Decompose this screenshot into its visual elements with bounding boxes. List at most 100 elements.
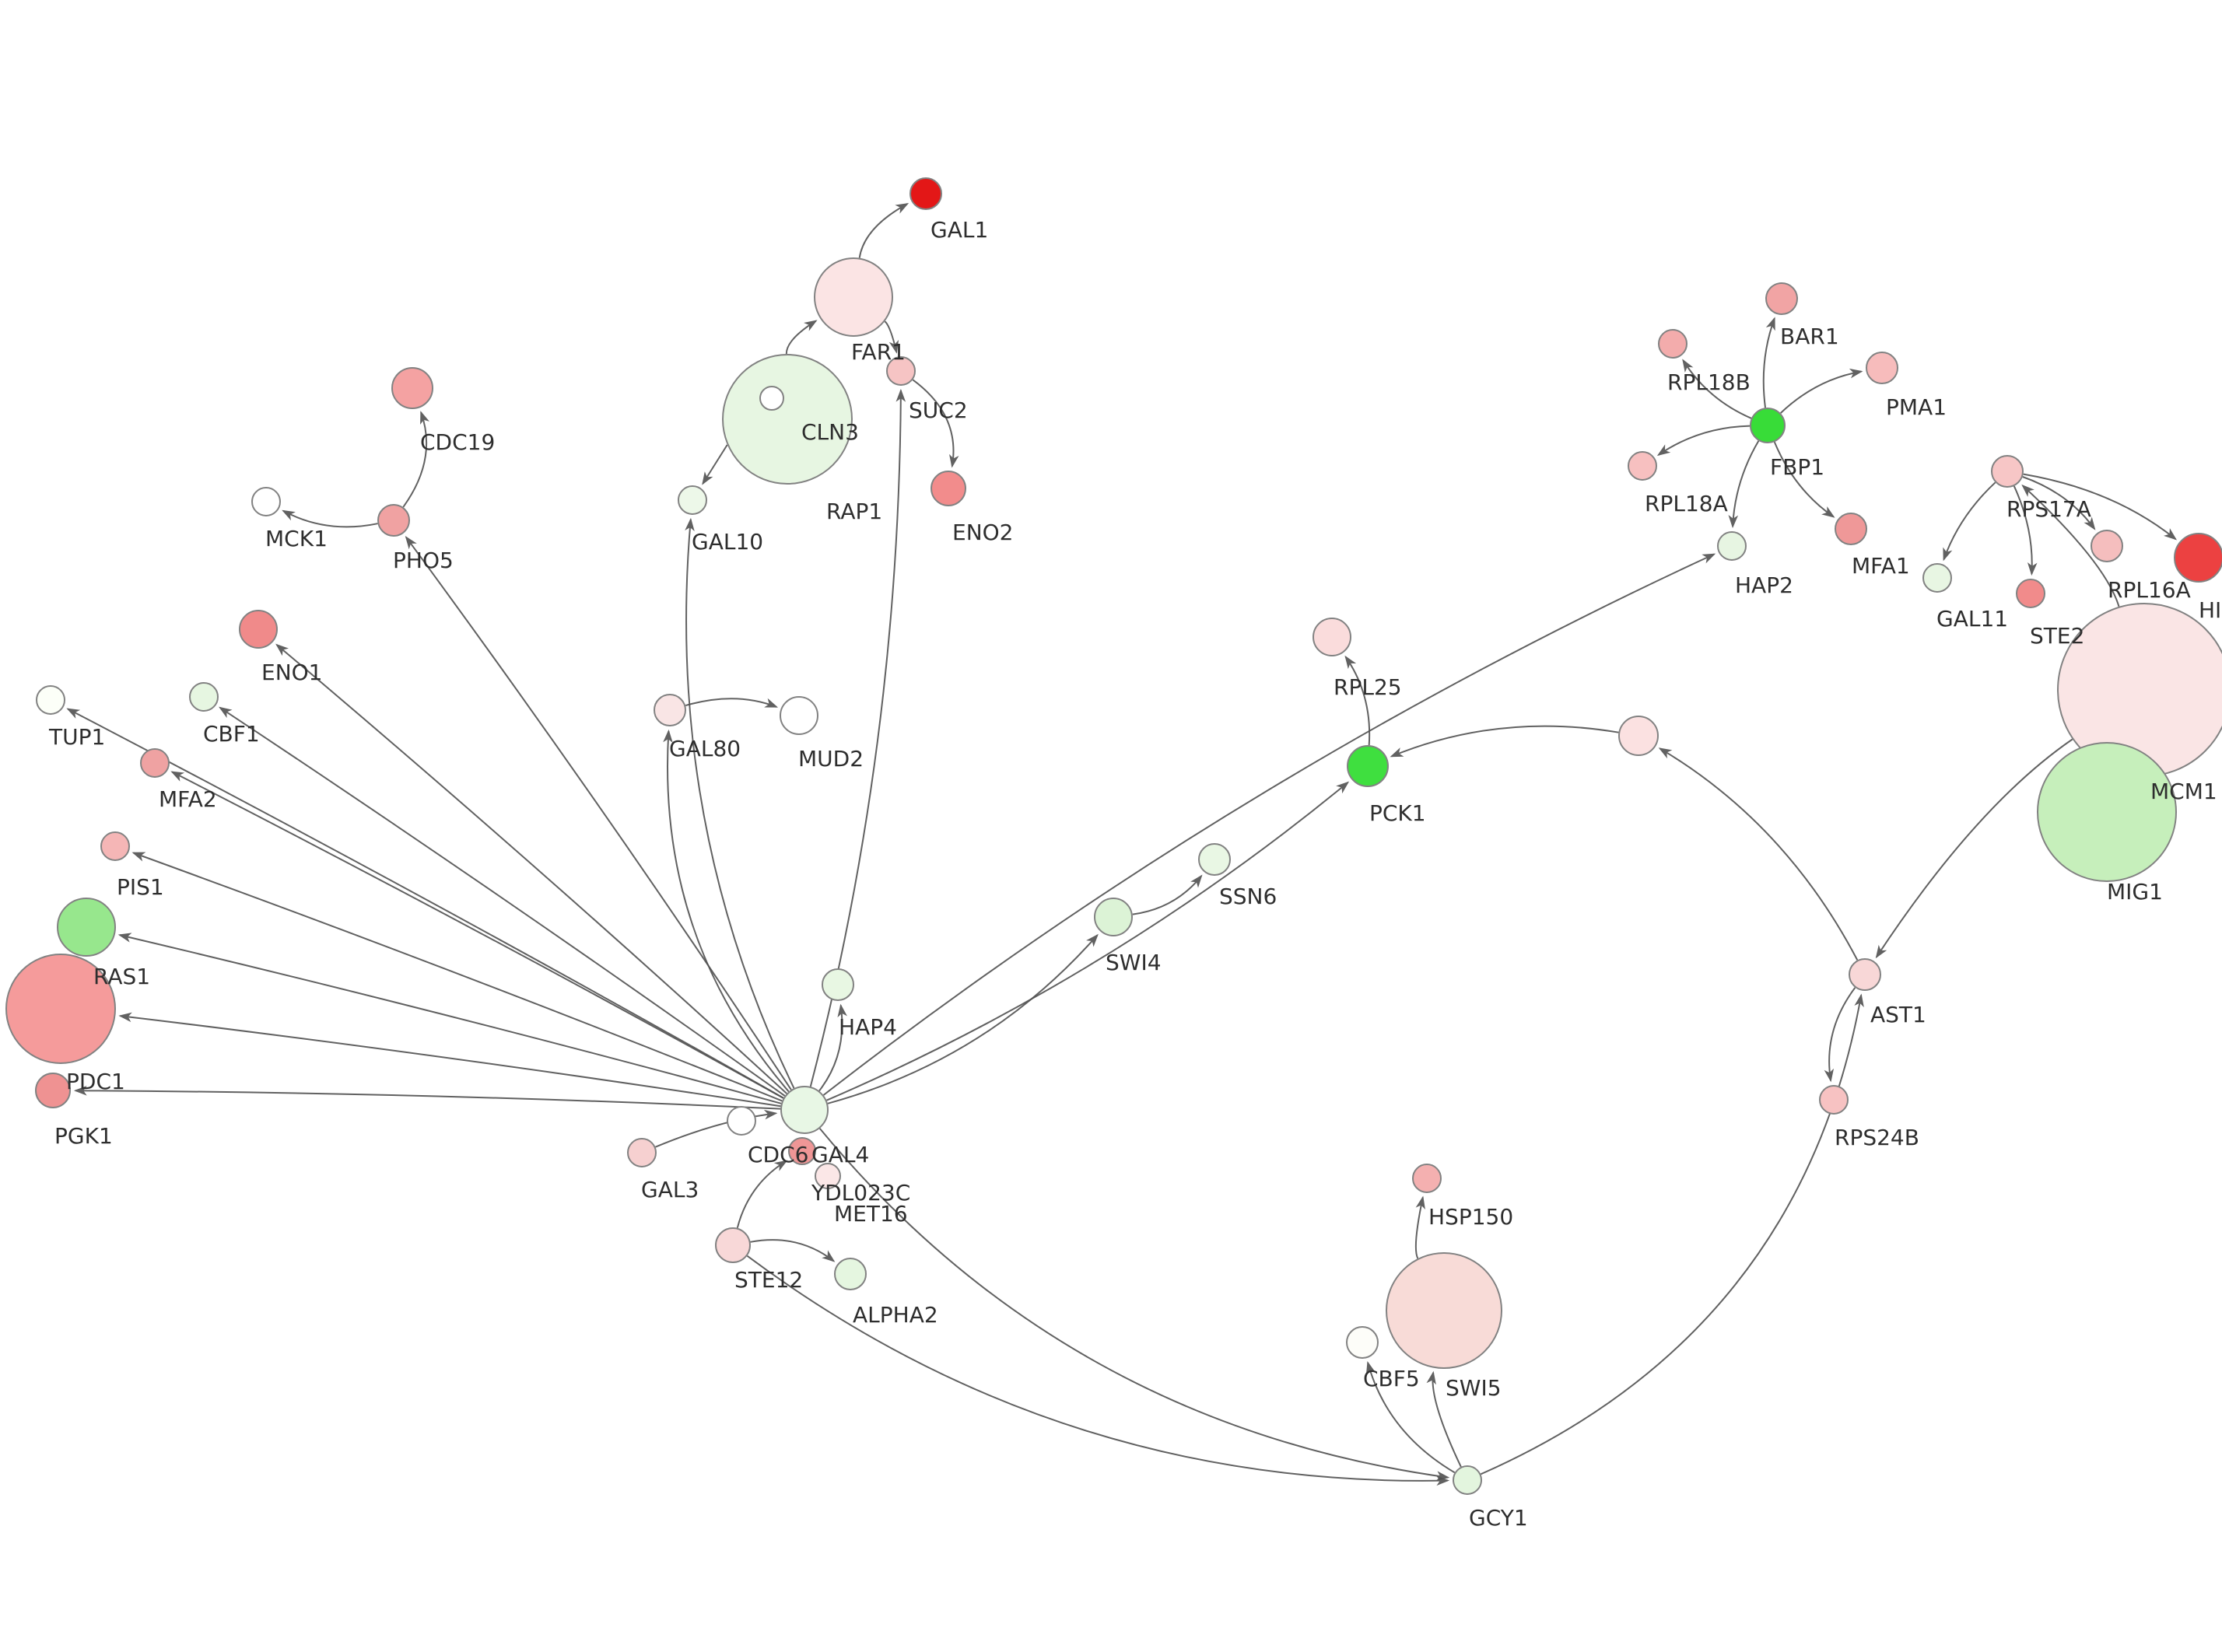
graph-node-GAL3[interactable]	[627, 1138, 657, 1167]
graph-node-STE12[interactable]	[715, 1227, 751, 1263]
graph-node-MIG1[interactable]	[2037, 742, 2177, 882]
graph-node-RPL18A[interactable]	[1628, 451, 1657, 481]
graph-node-CDC19[interactable]	[391, 367, 433, 409]
graph-node-AST1[interactable]	[1849, 958, 1881, 991]
graph-node-MET16[interactable]	[815, 1163, 841, 1189]
graph-edge-FBP1-BAR1[interactable]	[1762, 317, 1775, 408]
graph-node-RAP1[interactable]	[722, 354, 853, 485]
graph-node-HIS4[interactable]	[2174, 533, 2222, 583]
graph-edge-GAL4-HAP4[interactable]	[818, 1003, 847, 1092]
graph-node-MFA2[interactable]	[140, 748, 170, 778]
graph-node-GAL1[interactable]	[909, 177, 942, 210]
graph-node-MFA1[interactable]	[1835, 513, 1867, 545]
graph-edge-FBP1-PMA1[interactable]	[1780, 368, 1863, 414]
graph-node-PMA1[interactable]	[1866, 352, 1898, 384]
graph-node-HSP150[interactable]	[1412, 1164, 1442, 1193]
graph-node-BAR1[interactable]	[1765, 282, 1798, 315]
graph-node-HAP2[interactable]	[1717, 531, 1747, 561]
graph-node-PGK1[interactable]	[35, 1073, 71, 1108]
graph-node-GAL4[interactable]	[780, 1086, 829, 1134]
graph-node-GAL80[interactable]	[654, 694, 686, 726]
graph-edge-GAL4-PCK1[interactable]	[826, 781, 1350, 1101]
graph-edge-MCM1-RPS17A[interactable]	[2021, 484, 2120, 607]
graph-edge-GAL4-SWI4[interactable]	[827, 933, 1099, 1104]
graph-node-MCK1[interactable]	[251, 487, 281, 516]
graph-node-FAR1[interactable]	[814, 257, 893, 337]
graph-edge-GCY1-AST1[interactable]	[1480, 993, 1864, 1475]
graph-node-FBP1[interactable]	[1750, 408, 1786, 443]
graph-node-GAL10[interactable]	[678, 485, 707, 515]
graph-edge-AST1-NODE_X[interactable]	[1658, 747, 1859, 961]
graph-edge-FAR1-GAL1[interactable]	[858, 202, 909, 258]
graph-edge-RAP1-FAR1[interactable]	[785, 320, 818, 355]
graph-edge-AST1-RPS24B[interactable]	[1824, 987, 1856, 1083]
graph-edge-GAL4-PGK1[interactable]	[73, 1085, 781, 1110]
graph-edge-GAL4-GAL10[interactable]	[685, 517, 795, 1089]
graph-edge-STE12-ALPHA2[interactable]	[750, 1239, 836, 1262]
graph-node-PHO5[interactable]	[377, 504, 410, 537]
graph-node-CDC6[interactable]	[727, 1106, 756, 1136]
graph-edge-GAL3-GAL4[interactable]	[655, 1109, 778, 1148]
graph-edge-STE12-GCY1[interactable]	[746, 1255, 1450, 1486]
graph-node-TUP1[interactable]	[36, 685, 65, 715]
graph-edge-GAL4-ENO1[interactable]	[275, 643, 787, 1094]
graph-edge-RPS17A-RPL16A[interactable]	[2022, 476, 2096, 530]
graph-node-MUD2[interactable]	[780, 696, 818, 735]
graph-edge-RPS17A-STE2[interactable]	[2013, 485, 2038, 576]
graph-edge-RPS17A-GAL11[interactable]	[1943, 481, 1996, 562]
graph-edge-RPS17A-HIS4[interactable]	[2023, 473, 2178, 541]
graph-edge-RAP1-GAL10[interactable]	[702, 444, 728, 485]
graph-node-STE2[interactable]	[2016, 579, 2045, 608]
graph-edge-GAL4-PIS1[interactable]	[131, 852, 783, 1102]
graph-edge-GAL4-CBF1[interactable]	[219, 706, 786, 1097]
graph-node-HAP4[interactable]	[822, 968, 854, 1001]
graph-node-ALPHA2[interactable]	[834, 1258, 867, 1290]
graph-node-GAL11[interactable]	[1922, 563, 1952, 593]
graph-edge-FAR1-SUC2[interactable]	[884, 320, 899, 354]
graph-edge-GAL4-PHO5[interactable]	[405, 536, 792, 1090]
graph-edge-FBP1-HAP2[interactable]	[1728, 440, 1760, 529]
graph-node-RPS17A[interactable]	[1991, 455, 2024, 488]
graph-node-SWI5[interactable]	[1386, 1252, 1502, 1369]
graph-edge-SUC2-ENO2[interactable]	[912, 379, 959, 468]
graph-edge-PHO5-CDC19[interactable]	[402, 411, 429, 508]
graph-node-CBF5[interactable]	[1346, 1326, 1379, 1359]
graph-edge-GAL4-HAP2[interactable]	[822, 553, 1716, 1096]
graph-edge-GAL4-GAL80[interactable]	[663, 729, 790, 1093]
graph-edge-GCY1-CBF5[interactable]	[1365, 1360, 1456, 1474]
graph-edge-FBP1-RPL18B[interactable]	[1682, 359, 1752, 419]
graph-edge-FBP1-MFA1[interactable]	[1773, 441, 1835, 518]
graph-node-RPS24B[interactable]	[1819, 1085, 1849, 1115]
graph-edge-GAL4-RAS1[interactable]	[117, 933, 782, 1104]
graph-edge-GAL4-MFA2[interactable]	[170, 771, 784, 1099]
graph-node-SSN6[interactable]	[1198, 843, 1231, 876]
graph-node-RPL25[interactable]	[1313, 618, 1351, 656]
graph-node-PIS1[interactable]	[100, 831, 130, 861]
graph-edge-PCK1-RPL25[interactable]	[1344, 655, 1371, 746]
graph-node-YDL023C[interactable]	[788, 1137, 816, 1165]
graph-edge-GAL4-GCY1[interactable]	[818, 1128, 1450, 1481]
graph-node-GCY1[interactable]	[1453, 1465, 1482, 1495]
graph-edge-GAL4-PDC1[interactable]	[118, 1012, 781, 1108]
graph-node-RPL16A[interactable]	[2091, 530, 2123, 562]
graph-edge-SWI5-HSP150[interactable]	[1414, 1195, 1425, 1259]
graph-edge-GAL4-TUP1[interactable]	[66, 708, 784, 1099]
graph-edge-SWI4-SSN6[interactable]	[1132, 874, 1203, 915]
graph-edge-GAL80-MUD2[interactable]	[685, 698, 779, 708]
graph-edge-PHO5-MCK1[interactable]	[282, 509, 378, 528]
graph-node-NODE_X[interactable]	[1618, 716, 1659, 756]
graph-node-PDC1[interactable]	[5, 954, 116, 1064]
graph-node-CLN3[interactable]	[759, 386, 784, 411]
graph-node-RAS1[interactable]	[57, 898, 116, 957]
graph-edge-STE12-YDL023C[interactable]	[736, 1160, 788, 1228]
graph-node-PCK1[interactable]	[1347, 745, 1389, 787]
graph-node-CBF1[interactable]	[189, 682, 219, 712]
graph-node-SWI4[interactable]	[1094, 898, 1133, 936]
graph-edge-GCY1-SWI5[interactable]	[1426, 1370, 1462, 1468]
graph-edge-FBP1-RPL18A[interactable]	[1656, 425, 1751, 457]
graph-edge-MCM1-AST1[interactable]	[1875, 738, 2073, 959]
graph-node-RPL18B[interactable]	[1658, 329, 1688, 359]
graph-node-ENO1[interactable]	[239, 610, 278, 649]
graph-node-ENO2[interactable]	[931, 471, 966, 506]
